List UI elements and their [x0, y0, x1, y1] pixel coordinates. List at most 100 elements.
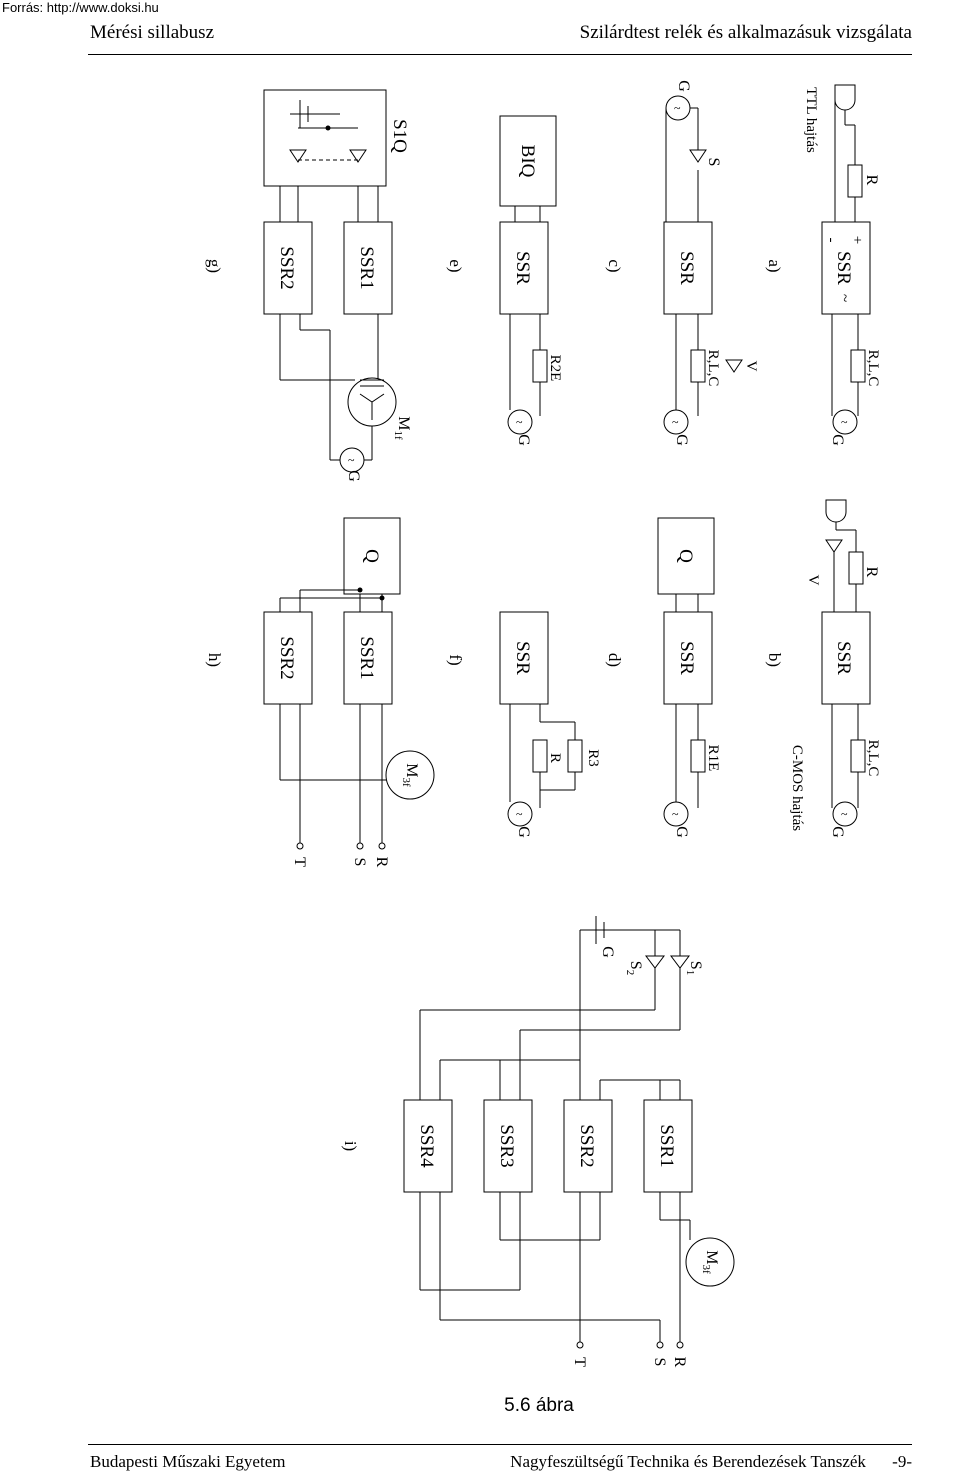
source-g-b	[832, 801, 858, 827]
motor-label-g: M1f	[392, 416, 412, 440]
ssr-label-c: SSR	[676, 251, 697, 285]
switch-s1-i	[670, 955, 690, 969]
g-label-e: G	[515, 434, 532, 446]
ssr1-label-i: SSR1	[656, 1124, 677, 1167]
ssr-box-e	[499, 221, 549, 315]
ssr2-box-g	[263, 221, 313, 315]
terminal-t-i	[576, 1341, 584, 1349]
resistor-r-a	[847, 164, 863, 198]
circuit-d: Q SSR ~ R1E G d)	[605, 517, 721, 838]
label-c: c)	[605, 259, 624, 272]
svg-text:~: ~	[674, 101, 681, 115]
ssr2-label-h: SSR2	[276, 636, 297, 679]
circuit-a: SSR + - ~ R TTL hajtás ~ R,L,C G a)	[765, 84, 881, 446]
ssr1-box-g	[343, 221, 393, 315]
drive-label-b: C-MOS hajtás	[789, 745, 805, 831]
source-g-e	[507, 409, 533, 435]
ssr-label-b: SSR	[833, 641, 854, 675]
r-label-a: R	[863, 175, 880, 186]
circuit-g: S1Q SSR2 SSR1 ~ M1f G g)	[205, 89, 412, 482]
g1-label-c: G	[675, 80, 692, 92]
terminal-r-i	[676, 1341, 684, 1349]
footer-divider	[88, 1444, 912, 1445]
source-g-f	[507, 801, 533, 827]
svg-text:~: ~	[672, 415, 679, 429]
g-label-d: G	[673, 826, 690, 838]
r3-label-f: R3	[585, 749, 601, 767]
label-f: f)	[446, 654, 465, 665]
ssr-box-c	[663, 221, 713, 315]
g-label-f: G	[515, 826, 532, 838]
circuit-e: BIQ SSR ~ R2E G e)	[446, 115, 563, 446]
ssr1-box-h	[343, 611, 393, 705]
v-label-c: V	[743, 361, 759, 372]
plus-a: +	[849, 236, 865, 244]
q-box-d	[657, 517, 715, 595]
switch-s-c	[689, 149, 707, 163]
cmos-gate-b	[825, 499, 847, 523]
g2-label-c: G	[673, 434, 690, 446]
label-g: g)	[205, 259, 224, 273]
load-label-d: R1E	[705, 745, 721, 772]
ssr-label-e: SSR	[512, 251, 533, 285]
g-label-b: G	[829, 826, 846, 838]
source-link[interactable]: Forrás: http://www.doksi.hu	[0, 0, 161, 15]
terminal-r-h	[378, 842, 386, 850]
ssr-label-f: SSR	[512, 641, 533, 675]
circuit-f: SSR ~ R R3 G f)	[446, 611, 601, 838]
terminal-t-h	[296, 842, 304, 850]
ssr2-box-i	[563, 1099, 613, 1193]
motor-label-h: M3f	[400, 763, 420, 787]
s-label-i: S	[651, 1358, 668, 1367]
s1q-box-g	[263, 89, 387, 187]
r-label-h: R	[373, 857, 390, 868]
svg-text:~: ~	[672, 807, 679, 821]
ssr-label-a: SSR	[833, 251, 854, 285]
s1q-label-g: S1Q	[389, 119, 410, 153]
r-label-f: R	[547, 753, 563, 763]
svg-text:~: ~	[348, 453, 355, 467]
drive-label-a: TTL hajtás	[803, 87, 819, 153]
terminal-s-h	[356, 842, 364, 850]
footer-department: Nagyfeszültségű Technika és Berendezések…	[510, 1452, 866, 1471]
g-label-g: G	[345, 470, 362, 482]
ssr4-label-i: SSR4	[416, 1124, 437, 1168]
load-d	[690, 739, 706, 773]
svg-text:~: ~	[841, 415, 848, 429]
v-label-b: V	[805, 575, 821, 586]
ssr4-box-i	[403, 1099, 453, 1193]
motor-3f-h	[385, 750, 435, 800]
label-h: h)	[205, 653, 224, 667]
label-d: d)	[605, 653, 624, 667]
circuit-h: Q SSR2 SSR1 M3f R S T h)	[205, 517, 435, 868]
g-label-i: G	[599, 946, 616, 958]
load-c	[690, 349, 706, 383]
ssr2-box-h	[263, 611, 313, 705]
ssr3-box-i	[483, 1099, 533, 1193]
load-label-c: R,L,C	[705, 350, 721, 387]
resistor-r-f	[532, 739, 548, 773]
ttl-gate-a	[834, 84, 856, 111]
s-label-h: S	[351, 858, 368, 867]
ssr-box-f	[499, 611, 549, 705]
label-a: a)	[765, 259, 784, 272]
source-g-a	[832, 409, 858, 435]
ssr-box-d	[663, 611, 713, 705]
ssr1-box-i	[643, 1099, 693, 1193]
label-b: b)	[765, 653, 784, 667]
page-number: -9-	[892, 1452, 912, 1471]
circuit-i: G S1 S2 SSR1 SSR2 SSR3 SSR4	[341, 916, 735, 1368]
diode-v-c	[725, 359, 743, 373]
ssr2-label-i: SSR2	[576, 1124, 597, 1167]
minus-a: -	[823, 238, 839, 243]
q-label-d: Q	[675, 549, 696, 563]
svg-text:~: ~	[841, 807, 848, 821]
figure-caption: 5.6 ábra	[504, 1395, 574, 1416]
q-box-h	[343, 517, 401, 595]
resistor-r-b	[848, 551, 864, 585]
t-label-h: T	[291, 857, 308, 867]
header-divider	[88, 54, 912, 55]
switch-s2-i	[645, 955, 665, 969]
load-label-a: R,L,C	[865, 350, 881, 387]
